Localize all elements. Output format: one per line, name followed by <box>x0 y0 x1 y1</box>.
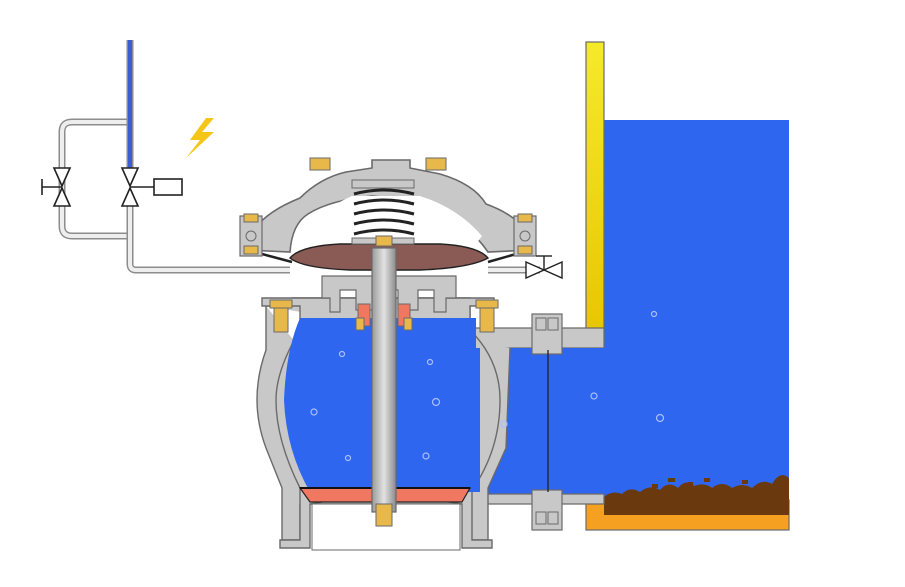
lightning-icon <box>186 118 214 158</box>
manual-valve-icon <box>41 167 72 207</box>
tank <box>585 120 790 531</box>
sediment-layer <box>604 475 789 515</box>
solenoid-valve-icon <box>120 167 183 207</box>
water-bubbles <box>310 310 665 462</box>
valve-stem <box>355 235 413 527</box>
needle-valve-icon <box>525 255 563 280</box>
bolt <box>243 213 259 223</box>
spring <box>353 188 415 236</box>
tank-water <box>604 120 789 500</box>
level-gauge <box>585 41 605 345</box>
sediment-chips <box>652 478 748 488</box>
